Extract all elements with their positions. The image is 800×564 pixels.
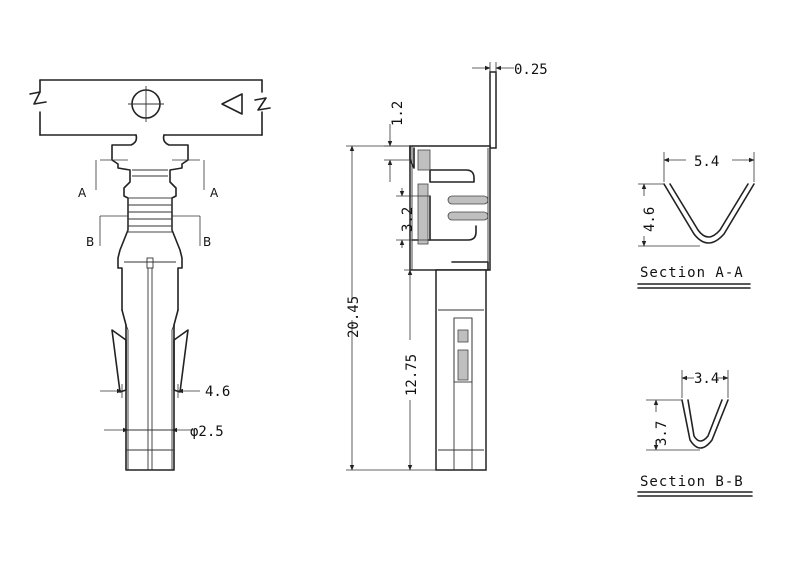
section-aa-width-label: 5.4 <box>694 154 719 170</box>
dim-thickness-0-25: 0.25 <box>472 62 548 78</box>
dim-tab-1-2: 1.2 <box>384 101 412 182</box>
dim-width-label: 4.6 <box>205 384 230 400</box>
dim-width-4-6: 4.6 <box>100 384 230 400</box>
side-view: 0.25 1.2 3.2 20.45 <box>346 62 548 471</box>
dim-thickness-label: 0.25 <box>514 62 548 78</box>
section-bb-caption: Section B-B <box>640 474 744 490</box>
section-a-left-label: A <box>78 186 87 200</box>
front-view: A A B B 4.6 φ2.5 <box>29 79 271 471</box>
dim-slot-3-2: 3.2 <box>396 188 430 248</box>
terminal-front-outline <box>111 134 189 471</box>
section-aa-height-label: 4.6 <box>642 207 658 232</box>
dim-diameter-label: φ2.5 <box>190 424 224 440</box>
section-bb-height-label: 3.7 <box>654 421 670 446</box>
section-aa-caption: Section A-A <box>640 265 744 281</box>
carrier-strip <box>29 79 271 136</box>
direction-triangle-icon <box>221 93 243 115</box>
section-b-left-label: B <box>86 235 94 249</box>
section-bb-width-label: 3.4 <box>694 371 719 387</box>
dim-tab-label: 1.2 <box>390 101 406 126</box>
dim-lower-12-75: 12.75 <box>404 269 436 471</box>
dim-total-label: 20.45 <box>346 296 362 338</box>
section-b-markers: B B <box>86 215 211 249</box>
section-b-right-label: B <box>203 235 211 249</box>
dim-slot-label: 3.2 <box>400 207 416 232</box>
section-a-right-label: A <box>210 186 219 200</box>
dim-lower-label: 12.75 <box>404 354 420 396</box>
dim-total-20-45: 20.45 <box>346 145 436 471</box>
section-aa: 5.4 4.6 Section A-A <box>637 152 755 289</box>
dim-diameter-2-5: φ2.5 <box>104 424 224 440</box>
section-bb: 3.4 3.7 Section B-B <box>637 370 753 497</box>
section-a-markers: A A <box>78 159 219 200</box>
